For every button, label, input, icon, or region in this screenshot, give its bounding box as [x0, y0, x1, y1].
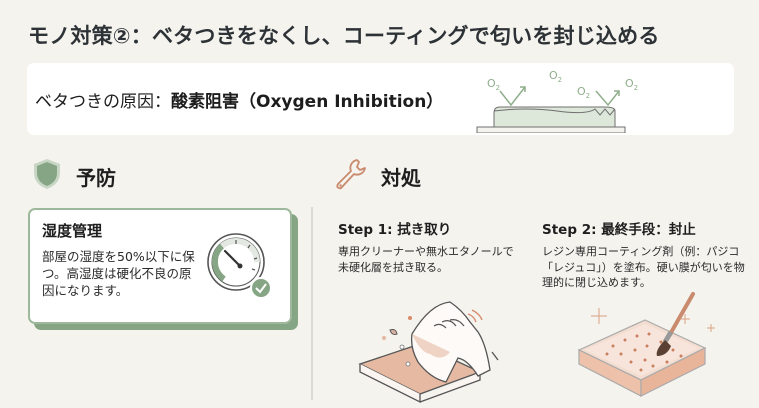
oxygen-inhibition-diagram-icon: O2 O2 O2 O2 [467, 65, 687, 137]
page-title: モノ対策②：ベタつきをなくし、コーティングで匂いを封じ込める [28, 24, 660, 48]
svg-text:O2: O2 [549, 69, 562, 84]
svg-text:O2: O2 [487, 77, 500, 92]
treatment-label: 対処 [381, 165, 421, 190]
wrench-icon [335, 158, 367, 194]
step-1-title: Step 1: 拭き取り [338, 222, 452, 238]
humidity-gauge-check-icon [206, 232, 274, 304]
treatment-header: 対処 [335, 158, 421, 194]
hand-wiping-cloth-icon [350, 292, 510, 408]
cause-value: 酸素阻害（Oxygen Inhibition） [171, 92, 444, 112]
step-1: Step 1: 拭き取り 専用クリーナーや無水エタノールで未硬化層を拭き取る。 [338, 218, 523, 275]
card-title: 湿度管理 [42, 222, 103, 240]
svg-text:O2: O2 [625, 77, 638, 92]
step-2: Step 2: 最終手段：封止 レジン専用コーティング剤（例：パジコ「レジュコ」… [542, 218, 752, 291]
prevention-label: 予防 [76, 165, 116, 190]
cause-banner: ベタつきの原因：酸素阻害（Oxygen Inhibition） O2 O2 O2… [27, 63, 734, 135]
cause-label: ベタつきの原因： [35, 92, 171, 112]
card-body: 部屋の湿度を50%以下に保つ。高湿度は硬化不良の原因になります。 [42, 249, 195, 298]
prevention-header: 予防 [32, 158, 116, 194]
shield-icon [32, 158, 62, 194]
step-2-title: Step 2: 最終手段：封止 [542, 222, 696, 238]
cause-text: ベタつきの原因：酸素阻害（Oxygen Inhibition） [35, 87, 443, 112]
svg-text:O2: O2 [577, 85, 590, 100]
step-2-body: レジン専用コーティング剤（例：パジコ「レジュコ」）を塗布。硬い膜が匂いを物理的に… [542, 245, 745, 289]
section-divider [311, 207, 313, 400]
humidity-card: 湿度管理 部屋の湿度を50%以下に保つ。高湿度は硬化不良の原因になります。 [28, 208, 292, 324]
coating-brush-tray-icon [565, 290, 725, 408]
step-1-body: 専用クリーナーや無水エタノールで未硬化層を拭き取る。 [338, 245, 514, 274]
